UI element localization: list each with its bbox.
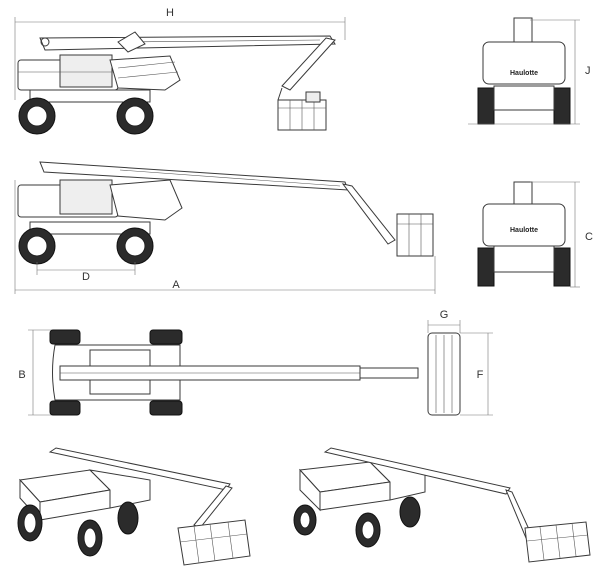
wheel-front-left <box>149 329 183 345</box>
basket-iso <box>524 521 591 563</box>
counterweight-rear <box>482 203 566 247</box>
dim-label-h: H <box>166 7 174 19</box>
dim-label-f: F <box>477 369 484 381</box>
chassis-frame <box>29 221 151 235</box>
main-boom-iso <box>323 447 511 495</box>
dim-label-a: A <box>172 279 180 291</box>
axle-housing <box>493 245 555 273</box>
main-boom-iso <box>48 447 231 491</box>
wheel-iso-3 <box>399 496 421 528</box>
iso-view-right <box>293 447 591 563</box>
wheel-rear-left <box>49 329 81 345</box>
right-wheel <box>553 247 571 287</box>
jib-iso <box>193 485 233 529</box>
side-view-stowed: H <box>14 7 346 135</box>
dim-label-b: B <box>18 369 25 381</box>
top-view: B G F <box>18 309 493 416</box>
dim-label-c: C <box>585 231 593 243</box>
turret-panel <box>59 54 113 88</box>
chassis-frame <box>29 89 151 103</box>
jib-head <box>513 17 533 45</box>
main-boom <box>39 35 336 51</box>
jib-top <box>359 367 419 379</box>
left-wheel <box>477 247 495 287</box>
wheel-iso-3 <box>117 501 139 535</box>
wheel-rear-right <box>49 400 81 416</box>
jib <box>281 37 336 91</box>
jib <box>341 183 396 245</box>
rear-view-top: Haulotte J <box>468 17 591 125</box>
jib-head <box>513 181 533 207</box>
left-wheel <box>477 87 495 125</box>
riser <box>109 55 181 91</box>
riser <box>109 179 183 221</box>
side-view-extended: D A <box>14 161 436 294</box>
right-wheel <box>553 87 571 125</box>
basket <box>396 213 434 257</box>
axle-housing <box>493 85 555 111</box>
turret-panel <box>59 179 113 215</box>
basket-iso <box>177 519 251 566</box>
rear-view-bottom: Haulotte C <box>477 181 593 288</box>
wheel-front-right <box>149 400 183 416</box>
control-box <box>305 91 321 103</box>
dim-label-j: J <box>585 65 591 77</box>
dim-label-d: D <box>82 271 90 283</box>
brand-logo: Haulotte <box>510 227 538 234</box>
iso-view-left <box>17 447 251 566</box>
counterweight-rear <box>482 41 566 85</box>
dim-label-g: G <box>440 309 449 321</box>
brand-logo: Haulotte <box>510 70 538 77</box>
